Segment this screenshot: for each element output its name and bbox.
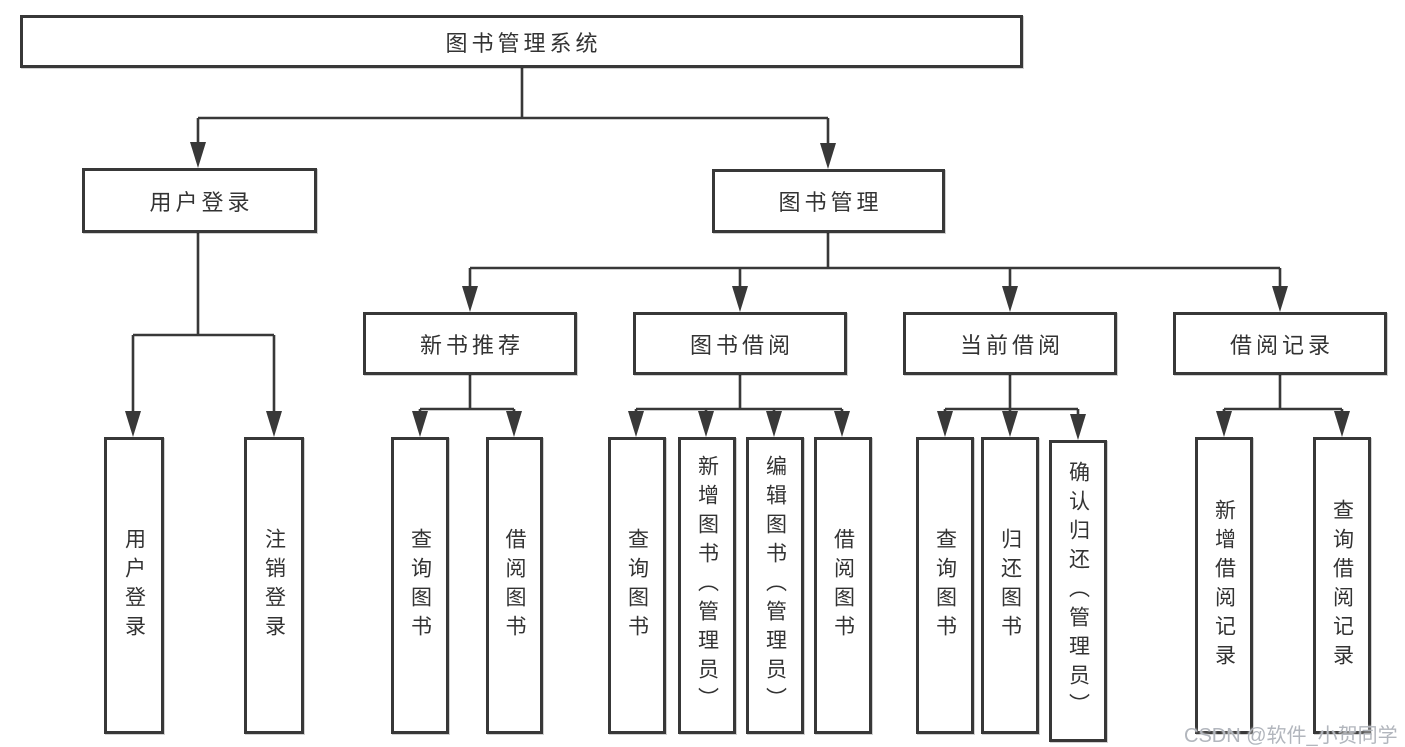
node-label: 注销登录 [262,527,286,644]
node-leaf-query-books-current: 查询图书 [916,437,974,734]
node-label: 借阅图书 [831,527,855,644]
node-root-system: 图书管理系统 [20,15,1023,68]
node-leaf-query-borrow-record: 查询借阅记录 [1313,437,1371,734]
node-leaf-query-books-borrow: 查询图书 [608,437,666,734]
node-label: 当前借阅 [959,332,1064,358]
node-leaf-return-books: 归还图书 [981,437,1039,734]
node-label: 图书管理系统 [445,30,602,56]
node-leaf-query-books-recommend: 查询图书 [391,437,449,734]
node-label: 新书推荐 [419,332,524,358]
node-current-borrowing: 当前借阅 [903,312,1117,375]
node-leaf-borrow-books-recommend: 借阅图书 [486,437,543,734]
node-leaf-logout: 注销登录 [244,437,304,734]
node-leaf-user-login: 用户登录 [104,437,164,734]
node-label: 借阅记录 [1229,332,1334,358]
node-leaf-confirm-return-admin: 确认归还（管理员） [1049,440,1107,742]
node-label: 图书借阅 [689,332,794,358]
node-user-login: 用户登录 [82,168,317,233]
node-label: 归还图书 [998,527,1022,644]
node-label: 查询图书 [625,527,649,644]
node-label: 查询图书 [408,527,432,644]
node-label: 查询图书 [933,527,957,644]
node-leaf-add-borrow-record: 新增借阅记录 [1195,437,1253,734]
node-leaf-edit-books-admin: 编辑图书（管理员） [746,437,804,734]
node-label: 用户登录 [149,189,254,215]
node-leaf-add-books-admin: 新增图书（管理员） [678,437,736,734]
csdn-watermark: CSDN @软件_小贺同学 [1184,725,1398,747]
node-label: 图书管理 [778,190,883,215]
node-label: 编辑图书（管理员） [763,455,787,716]
node-label: 用户登录 [122,527,146,644]
node-book-borrowing: 图书借阅 [633,312,847,375]
node-label: 新增图书（管理员） [695,455,719,716]
node-book-management: 图书管理 [712,169,945,233]
node-label: 借阅图书 [503,527,526,644]
node-leaf-borrow-books: 借阅图书 [814,437,872,734]
node-borrowing-records: 借阅记录 [1173,312,1387,375]
node-label: 确认归还（管理员） [1066,460,1090,722]
node-label: 查询借阅记录 [1330,498,1354,673]
node-new-book-recommendation: 新书推荐 [363,312,577,375]
node-label: 新增借阅记录 [1212,498,1236,673]
